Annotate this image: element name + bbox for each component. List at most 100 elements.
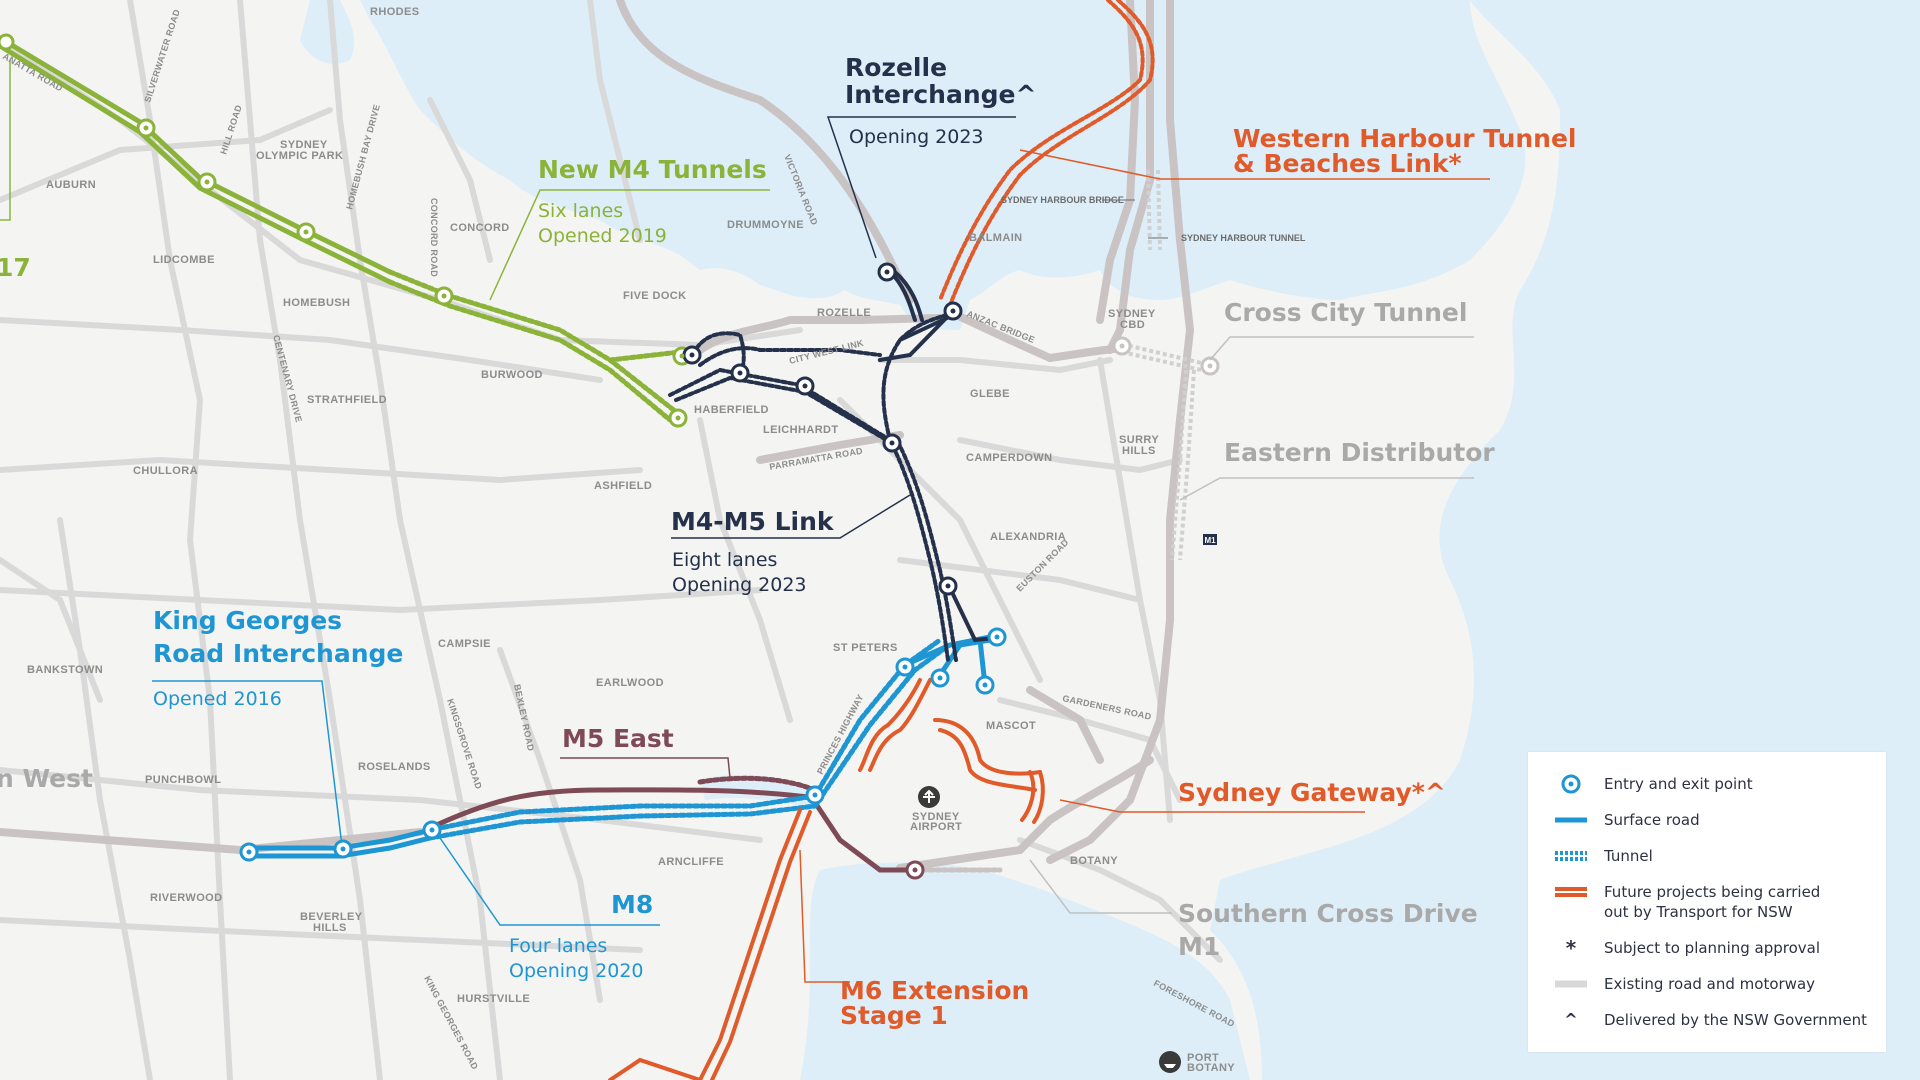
thin-road-pointers xyxy=(1102,199,1168,239)
suburb-camperdown: CAMPERDOWN xyxy=(966,452,1053,464)
entry-exit-symbol-icon xyxy=(1554,774,1588,794)
suburb-lidcombe: LIDCOMBE xyxy=(153,254,215,266)
suburb-riverwood: RIVERWOOD xyxy=(150,892,222,904)
m4-lanes: Six lanes xyxy=(538,200,623,222)
anzac-bridge-road xyxy=(946,308,1124,363)
suburb-concord: CONCORD xyxy=(450,222,510,234)
eastern-distributor-title: Eastern Distributor xyxy=(1224,438,1495,467)
king-georges-title-1: King Georges xyxy=(153,606,342,635)
m8-route xyxy=(247,633,1001,859)
suburb-port-2: BOTANY xyxy=(1187,1062,1235,1074)
legend-existing-label: Existing road and motorway xyxy=(1604,975,1816,993)
suburb-earlwood: EARLWOOD xyxy=(596,677,664,689)
suburb-port-1: PORT xyxy=(1187,1052,1219,1064)
m4-tunnel-b xyxy=(387,279,673,423)
legend-tunnel-label: Tunnel xyxy=(1604,847,1653,865)
m5east-title: M5 East xyxy=(562,724,674,753)
m5east-pointer xyxy=(560,757,731,779)
suburb-labels: RHODES SYDNEY OLYMPIC PARK AUBURN CONCOR… xyxy=(27,6,1235,1074)
map-legend: Entry and exit point Surface road Tunnel… xyxy=(1528,752,1886,1052)
suburb-alexandria: ALEXANDRIA xyxy=(990,531,1066,543)
road-concord: CONCORD ROAD xyxy=(429,198,439,277)
legend-future: Future projects being carried out by Tra… xyxy=(1554,882,1820,922)
legend-planning-label: Subject to planning approval xyxy=(1604,939,1821,957)
suburb-rozelle: ROZELLE xyxy=(817,307,871,319)
king-georges-status: Opened 2016 xyxy=(153,688,282,710)
suburb-auburn: AUBURN xyxy=(46,179,96,191)
southern-cross-drive xyxy=(896,756,1154,872)
suburb-five-dock: FIVE DOCK xyxy=(623,290,687,302)
legend-future-label-1: Future projects being carried xyxy=(1604,883,1821,901)
m4m5-status: Opening 2023 xyxy=(672,574,807,596)
suburb-burwood: BURWOOD xyxy=(481,369,543,381)
tunnel-icon xyxy=(1554,846,1588,866)
suburb-mascot: MASCOT xyxy=(986,720,1036,732)
suburb-sop-1: SYDNEY xyxy=(280,139,328,151)
parramatta-rd-link xyxy=(756,431,904,464)
suburb-cbd-2: CBD xyxy=(1120,319,1145,331)
rozelle-title-1: Rozelle xyxy=(845,53,947,82)
suburb-leichhardt: LEICHHARDT xyxy=(763,424,839,436)
caret-icon: ^ xyxy=(1554,1010,1588,1030)
parramatta-river-upper xyxy=(300,0,355,64)
m4-title: New M4 Tunnels xyxy=(538,155,767,184)
legend-delivered: ^ Delivered by the NSW Government xyxy=(1554,1010,1867,1030)
general-holmes xyxy=(1026,686,1104,764)
m4-tunnel-a xyxy=(387,269,683,418)
project-labels: Rozelle Interchange^ Opening 2023 Wester… xyxy=(0,53,1577,1030)
victoria-road xyxy=(616,0,914,304)
whtbl-title-2: & Beaches Link* xyxy=(1233,149,1462,178)
m1-shield-text: M1 xyxy=(1204,536,1216,545)
cross-city-title: Cross City Tunnel xyxy=(1224,298,1467,327)
king-georges-title-2: Road Interchange xyxy=(153,639,403,668)
legend-entry-exit-label: Entry and exit point xyxy=(1604,775,1753,793)
airport-icon xyxy=(918,786,940,808)
legend-future-label-2: out by Transport for NSW xyxy=(1604,903,1793,921)
scd-title-1: Southern Cross Drive xyxy=(1178,899,1478,928)
existing-road-icon xyxy=(1554,974,1588,994)
m8-lanes: Four lanes xyxy=(509,935,607,957)
future-routes xyxy=(608,0,1155,1080)
m6-title-1: M6 Extension xyxy=(840,976,1029,1005)
cross-city-tunnel-existing xyxy=(1121,169,1211,561)
asterisk-icon: * xyxy=(1554,938,1588,958)
future-pointers xyxy=(799,149,1490,983)
suburb-roselands: ROSELANDS xyxy=(358,761,431,773)
suburb-rhodes: RHODES xyxy=(370,6,419,18)
suburb-airport-1: SYDNEY xyxy=(912,811,960,823)
port-icon xyxy=(1159,1051,1181,1073)
surface-road-icon xyxy=(1554,810,1588,830)
suburb-punchbowl: PUNCHBOWL xyxy=(145,774,221,786)
suburb-sop-2: OLYMPIC PARK xyxy=(256,150,343,162)
suburb-cbd-1: SYDNEY xyxy=(1108,308,1156,320)
m7-title: 17 xyxy=(0,253,31,282)
suburb-st-peters: ST PETERS xyxy=(833,642,898,654)
m8-status: Opening 2020 xyxy=(509,960,644,982)
entry-exit-centres xyxy=(143,125,1213,873)
future-project-icon xyxy=(1554,882,1588,902)
legend-planning: * Subject to planning approval xyxy=(1554,938,1820,958)
suburb-drummoyne: DRUMMOYNE xyxy=(727,219,804,231)
grey-pointers xyxy=(1029,336,1474,914)
harbour-bridge-road xyxy=(1106,0,1154,354)
legend-existing: Existing road and motorway xyxy=(1554,974,1815,994)
suburb-beverley-1: BEVERLEY xyxy=(300,911,363,923)
caret-symbol: ^ xyxy=(1564,1010,1578,1029)
legend-surface-label: Surface road xyxy=(1604,811,1700,829)
legend-entry-exit: Entry and exit point xyxy=(1554,774,1753,794)
m4m5-title: M4-M5 Link xyxy=(671,507,835,536)
m4-status: Opened 2019 xyxy=(538,225,667,247)
botany-bay xyxy=(800,862,1250,1080)
suburb-glebe: GLEBE xyxy=(970,388,1010,400)
m5west-title: n West xyxy=(0,764,93,793)
suburb-surry-2: HILLS xyxy=(1122,445,1156,457)
suburb-surry-1: SURRY xyxy=(1119,434,1159,446)
city-west-link xyxy=(696,314,944,354)
suburb-strathfield: STRATHFIELD xyxy=(307,394,387,406)
whtbl-title-1: Western Harbour Tunnel xyxy=(1233,124,1577,153)
scd-title-2: M1 xyxy=(1178,932,1220,961)
suburb-ashfield: ASHFIELD xyxy=(594,480,652,492)
m4-pointer xyxy=(0,60,770,301)
suburb-beverley-2: HILLS xyxy=(313,922,347,934)
